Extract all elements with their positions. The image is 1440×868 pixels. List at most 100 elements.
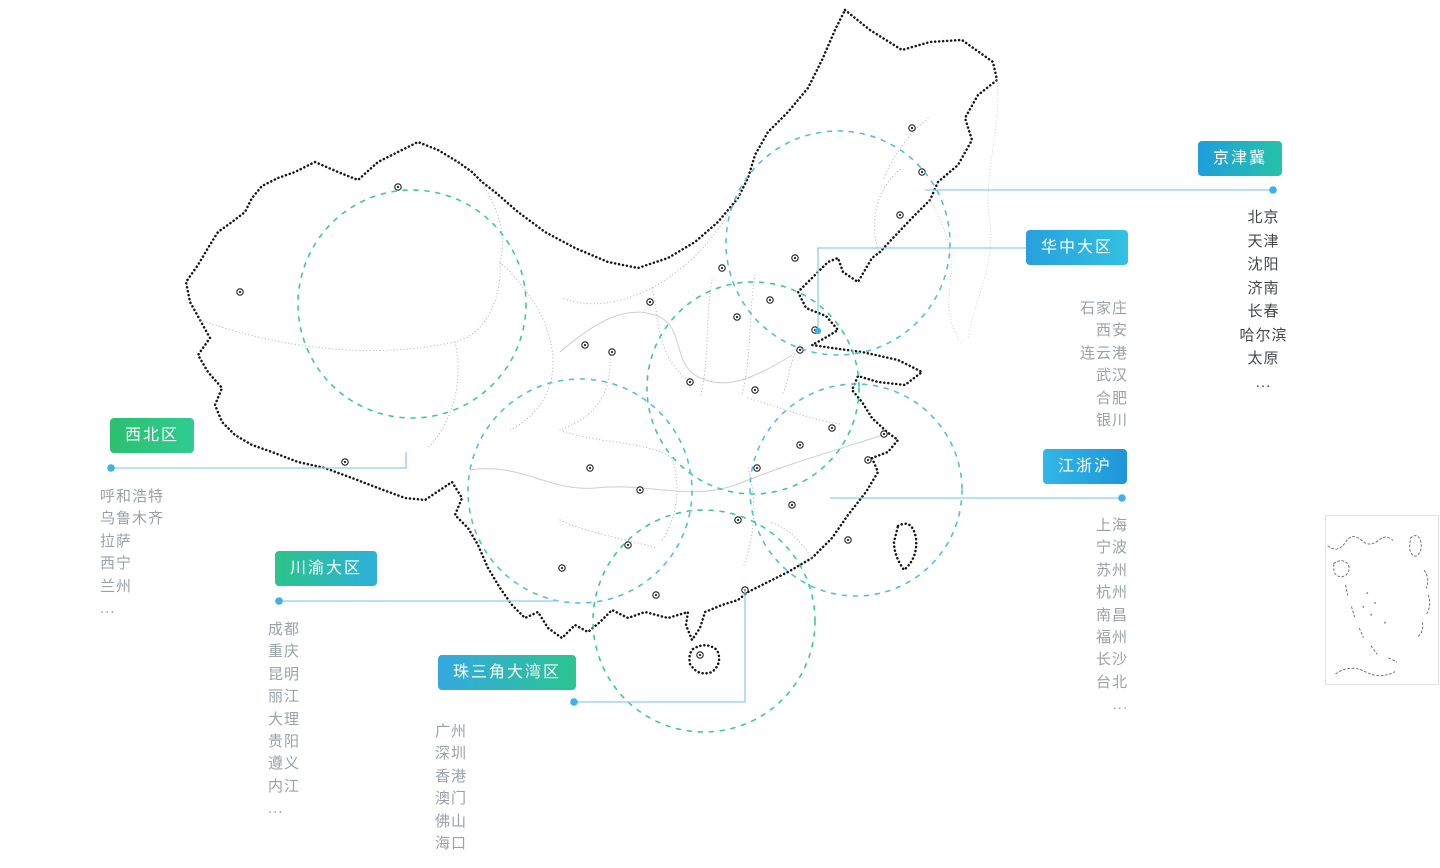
province-border-line xyxy=(873,167,903,251)
city-marker-dot xyxy=(882,432,886,436)
city-item: 南昌 xyxy=(1095,606,1128,624)
region-label-xibei: 西北区 xyxy=(110,418,195,453)
inset-dash-line xyxy=(1358,628,1364,638)
city-marker-dot xyxy=(654,593,658,597)
city-item: 贵阳 xyxy=(268,733,301,751)
city-list-jingjinji: 北京天津沈阳济南长春哈尔滨太原... xyxy=(1197,206,1330,394)
inset-coastline xyxy=(1327,536,1394,550)
city-item: ... xyxy=(100,600,116,618)
city-marker-dot xyxy=(753,388,757,392)
city-item: 沈阳 xyxy=(1247,256,1280,273)
city-item: 大理 xyxy=(268,710,301,728)
city-marker-dot xyxy=(798,348,802,352)
city-marker-dot xyxy=(793,256,797,260)
city-marker-dot xyxy=(798,443,802,447)
rivers xyxy=(469,311,887,493)
inset-island-dot xyxy=(1370,613,1373,616)
inset-dash-line xyxy=(1370,645,1378,655)
city-item: 呼和浩特 xyxy=(100,488,165,505)
region-circle-jiangzhehu xyxy=(749,383,963,597)
city-marker-dot xyxy=(830,426,834,430)
city-item: 成都 xyxy=(268,621,301,638)
province-border-line xyxy=(883,117,929,179)
city-item: 香港 xyxy=(435,767,468,785)
leader-lines xyxy=(107,186,1277,706)
inset-island-dot xyxy=(1374,601,1377,604)
city-item: 澳门 xyxy=(435,790,468,808)
city-marker-dot xyxy=(626,543,630,547)
china-mainland-outline xyxy=(184,8,999,642)
city-item: 兰州 xyxy=(100,577,133,595)
region-label-huazhong: 华中大区 xyxy=(1026,230,1129,265)
leader-line-zhusanjiao xyxy=(575,589,746,703)
province-border-line xyxy=(499,261,554,431)
inset-philippines xyxy=(1425,594,1431,616)
province-border-line xyxy=(559,351,611,431)
south-china-sea-inset xyxy=(1325,515,1439,685)
city-marker-dot xyxy=(790,503,794,507)
region-label-chuanyu: 川渝大区 xyxy=(275,551,378,586)
city-item: 上海 xyxy=(1095,517,1128,534)
city-marker-dot xyxy=(736,518,740,522)
inset-island-dot xyxy=(1362,605,1365,608)
inset-dash-line xyxy=(1345,584,1349,596)
city-list-jiangzhehu: 上海宁波苏州杭州南昌福州长沙台北... xyxy=(1028,515,1128,717)
inset-philippines xyxy=(1423,570,1429,589)
inset-island-dot xyxy=(1383,621,1386,624)
city-marker-dot xyxy=(720,266,724,270)
foreign-coast-fragments xyxy=(929,79,999,346)
city-item: 苏州 xyxy=(1095,561,1128,579)
inset-philippines xyxy=(1417,622,1424,637)
province-border-line xyxy=(769,521,813,559)
inset-dash-line xyxy=(1388,657,1398,663)
city-item: 遵义 xyxy=(268,755,301,773)
city-marker-dot xyxy=(735,315,739,319)
inset-dash-line xyxy=(1351,606,1355,618)
region-circle-zhusanjiao xyxy=(592,509,816,733)
province-border-line xyxy=(199,261,501,352)
city-marker-dot xyxy=(698,653,702,657)
city-item: 西宁 xyxy=(100,555,133,573)
city-item: 济南 xyxy=(1247,279,1280,297)
leader-line-xibei xyxy=(112,452,407,469)
leader-dot-chuanyu xyxy=(275,597,283,605)
leader-dot-jiangzhehu xyxy=(1118,494,1126,502)
province-border-line xyxy=(481,181,503,263)
china-outline xyxy=(184,8,999,675)
city-item: 丽江 xyxy=(268,688,301,706)
city-marker-dot xyxy=(910,126,914,130)
city-list-zhusanjiao: 广州深圳香港澳门佛山海口... xyxy=(435,721,555,868)
inset-taiwan xyxy=(1409,535,1422,557)
province-borders xyxy=(199,117,929,566)
city-item: 深圳 xyxy=(435,745,468,763)
city-marker-dot xyxy=(396,185,400,189)
city-item: 佛山 xyxy=(435,812,468,830)
south-china-sea-inset-map xyxy=(1327,535,1431,677)
city-item: ... xyxy=(1112,696,1128,714)
city-item: 合肥 xyxy=(1095,389,1128,407)
city-marker-dot xyxy=(560,566,564,570)
leader-line-huazhong xyxy=(817,247,1026,331)
inset-island-dot xyxy=(1366,592,1369,595)
leader-dot-zhusanjiao xyxy=(570,698,578,706)
province-border-line xyxy=(559,519,656,549)
city-item: 武汉 xyxy=(1095,367,1128,385)
leader-dot-jingjinji xyxy=(1269,186,1277,194)
city-marker-dot xyxy=(588,466,592,470)
city-marker-dot xyxy=(920,170,924,174)
city-item: 福州 xyxy=(1095,629,1128,647)
city-item: 连云港 xyxy=(1079,344,1128,362)
city-item: 台北 xyxy=(1095,673,1128,691)
city-item: 银川 xyxy=(1095,412,1128,430)
city-item: 广州 xyxy=(435,723,468,740)
city-marker-dot xyxy=(638,488,642,492)
city-list-xibei: 呼和浩特乌鲁木齐拉萨西宁兰州... xyxy=(100,486,230,620)
province-border-line xyxy=(747,397,841,425)
province-border-line xyxy=(561,181,746,305)
city-item: 西安 xyxy=(1095,322,1128,340)
taiwan-outline xyxy=(892,522,918,572)
city-item: ... xyxy=(1255,373,1272,391)
city-item: 拉萨 xyxy=(100,532,133,550)
